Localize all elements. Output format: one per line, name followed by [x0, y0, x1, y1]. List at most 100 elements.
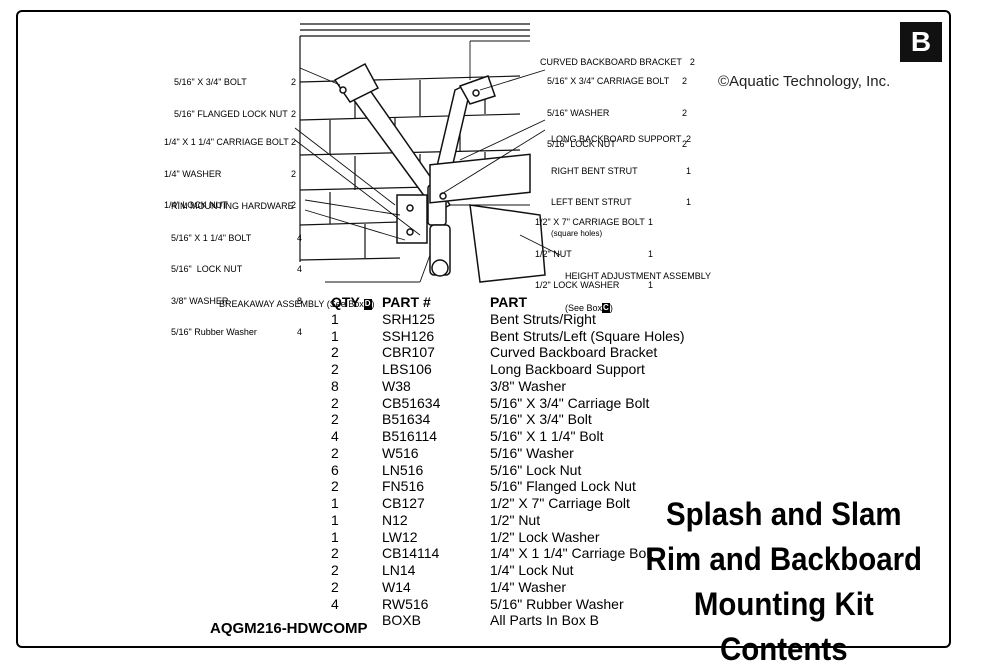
- row-part-number: SRH125: [382, 310, 435, 327]
- row-qty: 2: [331, 344, 339, 361]
- row-qty: 2: [331, 394, 339, 411]
- row-part-number: N12: [382, 511, 408, 528]
- row-part-number: CB127: [382, 495, 425, 511]
- title-line-3: Mounting Kit Contents: [693, 586, 874, 667]
- row-part-number: FN516: [382, 478, 425, 495]
- row-part: Curved Backboard Bracket: [490, 344, 658, 361]
- row-part: 1/4" X 1 1/4" Carriage Bolt: [490, 545, 654, 562]
- box-ref-c: C: [602, 302, 610, 313]
- row-part-number: SSH126: [382, 327, 435, 344]
- row-part: 5/16" X 3/4" Bolt: [490, 411, 592, 428]
- row-qty: 6: [331, 461, 339, 478]
- struts: [333, 62, 546, 283]
- row-qty: 8: [331, 377, 339, 394]
- leader-lines: [294, 40, 561, 283]
- row-part-number: LW12: [382, 528, 418, 545]
- row-qty: 4: [331, 428, 339, 444]
- table-row: 2 W14 1/4" Washer: [328, 579, 690, 596]
- row-part-number: W14: [382, 578, 411, 595]
- row-part-number: W516: [382, 444, 419, 461]
- parts-table: QTY PART # PART 1 SRH125 Bent Struts/Right…: [328, 294, 690, 629]
- row-qty: 2: [331, 478, 339, 495]
- table-row: 2 B51634 5/16" X 3/4" Bolt: [328, 411, 690, 428]
- header-part: PART: [490, 294, 528, 310]
- row-part: Long Backboard Support: [490, 361, 645, 377]
- row-part-number: LN516: [382, 461, 424, 478]
- table-row: 2 W516 5/16" Washer: [328, 445, 690, 462]
- header-qty: QTY: [331, 294, 360, 310]
- page-frame: [16, 10, 951, 648]
- row-qty: 1: [331, 495, 339, 511]
- row-part-number: LN14: [382, 562, 416, 578]
- hardware-diagram: [294, 23, 561, 283]
- table-row: 2 FN516 5/16" Flanged Lock Nut: [328, 478, 690, 495]
- row-part: 1/2" Nut: [490, 511, 541, 528]
- row-part: 5/16" Washer: [490, 444, 574, 461]
- row-part-number: LBS106: [382, 361, 432, 377]
- row-part-number: CB14114: [382, 545, 440, 562]
- row-part: All Parts In Box B: [490, 612, 599, 629]
- row-part: 5/16" X 3/4" Carriage Bolt: [490, 394, 650, 411]
- table-row: 2 CB51634 5/16" X 3/4" Carriage Bolt: [328, 395, 690, 412]
- box-label: B: [900, 22, 942, 62]
- row-part: 1/2" X 7" Carriage Bolt: [490, 495, 630, 511]
- row-part: Bent Struts/Left (Square Holes): [490, 327, 685, 344]
- row-qty: 1: [331, 511, 339, 528]
- row-qty: 1: [331, 528, 339, 545]
- row-part: 5/16" Flanged Lock Nut: [490, 478, 636, 495]
- table-row: 1 CB127 1/2" X 7" Carriage Bolt: [328, 495, 690, 512]
- row-qty: 2: [331, 545, 339, 562]
- row-part: 3/8" Washer: [490, 377, 567, 394]
- row-qty: 2: [331, 361, 339, 377]
- table-row: 8 W38 3/8" Washer: [328, 378, 690, 395]
- row-qty: 2: [331, 411, 339, 428]
- parts-table-header: QTY PART # PART: [328, 294, 690, 311]
- table-row: 6 LN516 5/16" Lock Nut: [328, 462, 690, 479]
- row-part-number: B516114: [382, 428, 438, 444]
- table-row: 1 N12 1/2" Nut: [328, 512, 690, 529]
- header-part-number: PART #: [382, 294, 431, 310]
- row-qty: 2: [331, 562, 339, 578]
- table-row: 4 B516114 5/16" X 1 1/4" Bolt: [328, 428, 690, 445]
- row-part-number: CB51634: [382, 394, 441, 411]
- row-part: 1/2" Lock Washer: [490, 528, 600, 545]
- row-part-number: CBR107: [382, 344, 435, 361]
- row-part-number: RW516: [382, 595, 429, 612]
- row-part-number: W38: [382, 377, 411, 394]
- row-qty: 1: [331, 310, 339, 327]
- row-part: 1/4" Lock Nut: [490, 562, 574, 578]
- table-row: 2 CBR107 Curved Backboard Bracket: [328, 344, 690, 361]
- row-qty: 2: [331, 578, 339, 595]
- title-line-1: Splash and Slam: [665, 496, 902, 532]
- kit-title: Splash and Slam Rim and Backboard Mounti…: [632, 492, 936, 672]
- row-part: 5/16" X 1 1/4" Bolt: [490, 428, 604, 444]
- table-row: 1 SSH126 Bent Struts/Left (Square Holes): [328, 328, 690, 345]
- row-part: 5/16" Lock Nut: [490, 461, 582, 478]
- row-part-number: BOXB: [382, 612, 421, 629]
- box-ref-d: D: [363, 299, 372, 310]
- row-qty: 2: [331, 444, 339, 461]
- row-part: 5/16" Rubber Washer: [490, 595, 624, 612]
- table-row: 2 CB14114 1/4" X 1 1/4" Carriage Bolt: [328, 545, 690, 562]
- row-part: 1/4" Washer: [490, 578, 567, 595]
- callout-rim-hardware: RIM MOUNTING HARDWARE 5/16" X 1 1/4" BOL…: [171, 201, 302, 337]
- title-line-2: Rim and Backboard: [645, 541, 923, 577]
- row-qty: 1: [331, 327, 339, 344]
- copyright-notice: ©Aquatic Technology, Inc.: [718, 73, 891, 90]
- table-row: 1 LW12 1/2" Lock Washer: [328, 529, 690, 546]
- table-row: 2 LN14 1/4" Lock Nut: [328, 562, 690, 579]
- kit-code: AQGM216-HDWCOMP: [210, 620, 368, 637]
- table-row: 1 SRH125 Bent Struts/Right: [328, 311, 690, 328]
- table-row: 2 LBS106 Long Backboard Support: [328, 361, 690, 378]
- row-part: Bent Struts/Right: [490, 310, 596, 327]
- row-part-number: B51634: [382, 411, 431, 428]
